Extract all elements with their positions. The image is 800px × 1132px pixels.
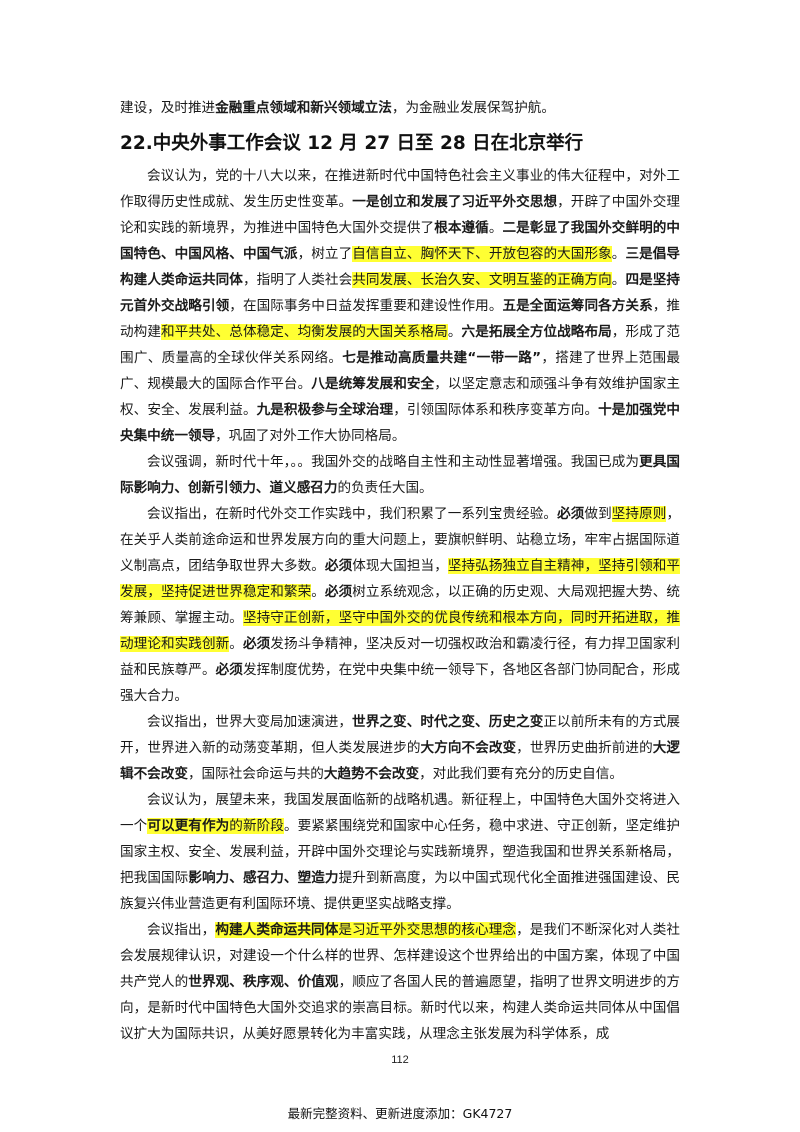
text-run: ，世界历史曲折前进的 [516, 740, 653, 756]
bold-run: 必须 [324, 584, 353, 600]
bold-run: 必须 [242, 636, 271, 652]
bold-run: 影响力、感召力、塑造力 [188, 870, 339, 886]
text-run: ，对此我们要有充分的历史自信。 [419, 766, 623, 782]
section-heading: 22.中央外事工作会议 12 月 27 日至 28 日在北京举行 [120, 133, 584, 154]
bold-run: 一是创立和发展了习近平外交思想 [352, 194, 558, 210]
page-number: 112 [391, 1054, 409, 1066]
text-run: ，以坚定意志和顽强斗争有效维护国家主权、安全、发展利益。 [120, 376, 681, 418]
text-run: ，引领国际体系和秩序变革方向。 [393, 402, 599, 418]
text-run: 。 [611, 246, 626, 262]
footer-note: 最新完整资料、更新进度添加：GK4727 [287, 1106, 513, 1121]
bold-run: 四是坚持元首外交战略引领 [120, 272, 681, 314]
text-run: 正以前所未有的方式展开，世界进入新的动荡变革期，但人类发展进步的 [120, 714, 681, 756]
bold-run: 根本遵循 [434, 220, 489, 236]
paragraph-experience: 会议指出，在新时代外交工作实践中，我们积累了一系列宝贵经验。必须做到坚持原则，在… [120, 501, 680, 709]
text-run: ，推动构建 [120, 298, 681, 340]
text-run: ，在关乎人类前途命运和世界发展方向的重大问题上，要旗帜鲜明、站稳立场，牢牢占据国… [120, 506, 681, 574]
highlighted-run: 的新阶段 [229, 818, 284, 834]
text-run: 。要紧紧围绕党和国家中心任务，稳中求进、守正创新，坚定维护国家主权、安全、发展利… [120, 818, 681, 886]
text-run: 体现大国担当， [352, 558, 448, 574]
paragraph-emphasis: 会议强调，新时代十年，。。我国外交的战略自主性和主动性显著增强。我国已成为更具国… [120, 449, 680, 501]
bold-run: 八是统筹发展和安全 [311, 376, 435, 392]
text-run: ，指明了人类社会 [242, 272, 353, 288]
text-run: 。 [611, 272, 626, 288]
text-run: 建设，及时推进 [120, 100, 216, 116]
bold-run: 世界之变、时代之变、历史之变 [352, 714, 544, 730]
text-run: 的负责任大国。 [337, 480, 433, 496]
bold-run: 二是彰显了我国外交鲜明的中国特色、中国风格、中国气派 [120, 220, 681, 262]
text-run: 。 [229, 636, 243, 652]
paragraph-world-change: 会议指出，世界大变局加速演进，世界之变、时代之变、历史之变正以前所未有的方式展开… [120, 709, 680, 787]
text-run: 发挥制度优势，在党中央集中统一领导下，各地区各部门协同配合，形成强大合力。 [120, 662, 681, 704]
text-run: ，顺应了各国人民的普遍愿望，指明了世界文明进步的方向，是新时代中国特色大国外交追… [120, 974, 681, 1042]
paragraph-outlook: 会议认为，展望未来，我国发展面临新的战略机遇。新征程上，中国特色大国外交将进入一… [120, 787, 680, 917]
text-run: 会议指出，世界大变局加速演进， [147, 714, 353, 730]
text-run: ，在国际事务中日益发挥重要和建设性作用。 [229, 298, 503, 314]
highlighted-run: 和平共处、总体稳定、均衡发展的大国关系格局 [160, 324, 448, 340]
text-run: 会议指出，在新时代外交工作实践中，我们积累了一系列宝贵经验。 [147, 506, 558, 522]
bold-run: 五是全面运筹同各方关系 [502, 298, 653, 314]
bold-run: 更具国际影响力、创新引领力、道义感召力 [120, 454, 681, 496]
text-run: 做到 [584, 506, 612, 522]
text-run: ，搭建了世界上范围最广、规模最大的国际合作平台。 [120, 350, 681, 392]
text-run: ，是我们不断深化对人类社会发展规律认识，对建设一个什么样的世界、怎样建设这个世界… [120, 922, 681, 990]
highlighted-run: 坚持原则 [611, 506, 667, 522]
text-run: 树立系统观念，以正确的历史观、大局观把握大势、统筹兼顾、掌握主动。 [120, 584, 681, 626]
text-run: 会议认为，展望未来，我国发展面临新的战略机遇。新征程上，中国特色大国外交将进入一… [120, 792, 680, 834]
bold-run: 必须 [324, 558, 353, 574]
highlighted-run: 共同发展、长治久安、文明互鉴的正确方向 [352, 272, 612, 288]
text-run: 。 [488, 220, 503, 236]
bold-run: 世界观、秩序观、价值观 [188, 974, 339, 990]
paragraph-achievements: 会议认为，党的十八大以来，在推进新时代中国特色社会主义事业的伟大征程中，对外工作… [120, 163, 680, 449]
text-run: 会议强调，新时代十年，。。我国外交的战略自主性和主动性显著增强。我国已成为 [147, 454, 640, 470]
body-text: 会议认为，党的十八大以来，在推进新时代中国特色社会主义事业的伟大征程中，对外工作… [120, 163, 680, 1047]
text-run: ，开辟了中国外交理论和实践的新境界，为推进中国特色大国外交提供了 [120, 194, 681, 236]
highlighted-bold-run: 构建人类命运共同体 [215, 922, 339, 938]
bold-run: 三是倡导构建人类命运共同体 [120, 246, 681, 288]
text-run: 会议指出， [147, 922, 216, 938]
bold-run: 大逻辑不会改变 [120, 740, 681, 782]
bold-run: 金融重点领域和新兴领域立法 [215, 100, 392, 116]
text-run: ，树立了 [297, 246, 353, 262]
bold-run: 九是积极参与全球治理 [256, 402, 394, 418]
text-run: 。 [311, 584, 325, 600]
text-run: ，形成了范围广、质量高的全球伙伴关系网络。 [120, 324, 681, 366]
text-run: ，巩固了对外工作大协同格局。 [215, 428, 406, 444]
bold-run: 大趋势不会改变 [323, 766, 420, 782]
intro-paragraph: 建设，及时推进金融重点领域和新兴领域立法，为金融业发展保驾护航。 [120, 95, 680, 121]
text-run: 提升到新高度，为以中国式现代化全面推进强国建设、民族复兴伟业营造更有利国际环境、… [120, 870, 681, 912]
text-run: 。 [447, 324, 462, 340]
bold-run: 十是加强党中央集中统一领导 [120, 402, 681, 444]
text-run: 发扬斗争精神，坚决反对一切强权政治和霸凌行径，有力捍卫国家利益和民族尊严。 [120, 636, 681, 678]
bold-run: 六是拓展全方位战略布局 [461, 324, 612, 340]
paragraph-community: 会议指出，构建人类命运共同体是习近平外交思想的核心理念，是我们不断深化对人类社会… [120, 917, 680, 1047]
bold-run: 必须 [215, 662, 243, 678]
highlighted-run: 自信自立、胸怀天下、开放包容的大国形象 [352, 246, 612, 262]
bold-run: 七是推动高质量共建“一带一路” [342, 350, 542, 366]
highlighted-bold-run: 可以更有作为 [147, 818, 230, 834]
text-run: ，国际社会命运与共的 [187, 766, 324, 782]
highlighted-run: 是习近平外交思想的核心理念 [338, 922, 517, 938]
text-run: 会议认为，党的十八大以来，在推进新时代中国特色社会主义事业的伟大征程中，对外工作… [120, 168, 680, 210]
text-run: ，为金融业发展保驾护航。 [391, 100, 555, 116]
bold-run: 必须 [557, 506, 585, 522]
bold-run: 大方向不会改变 [420, 740, 517, 756]
intro-block: 建设，及时推进金融重点领域和新兴领域立法，为金融业发展保驾护航。 [120, 95, 680, 121]
